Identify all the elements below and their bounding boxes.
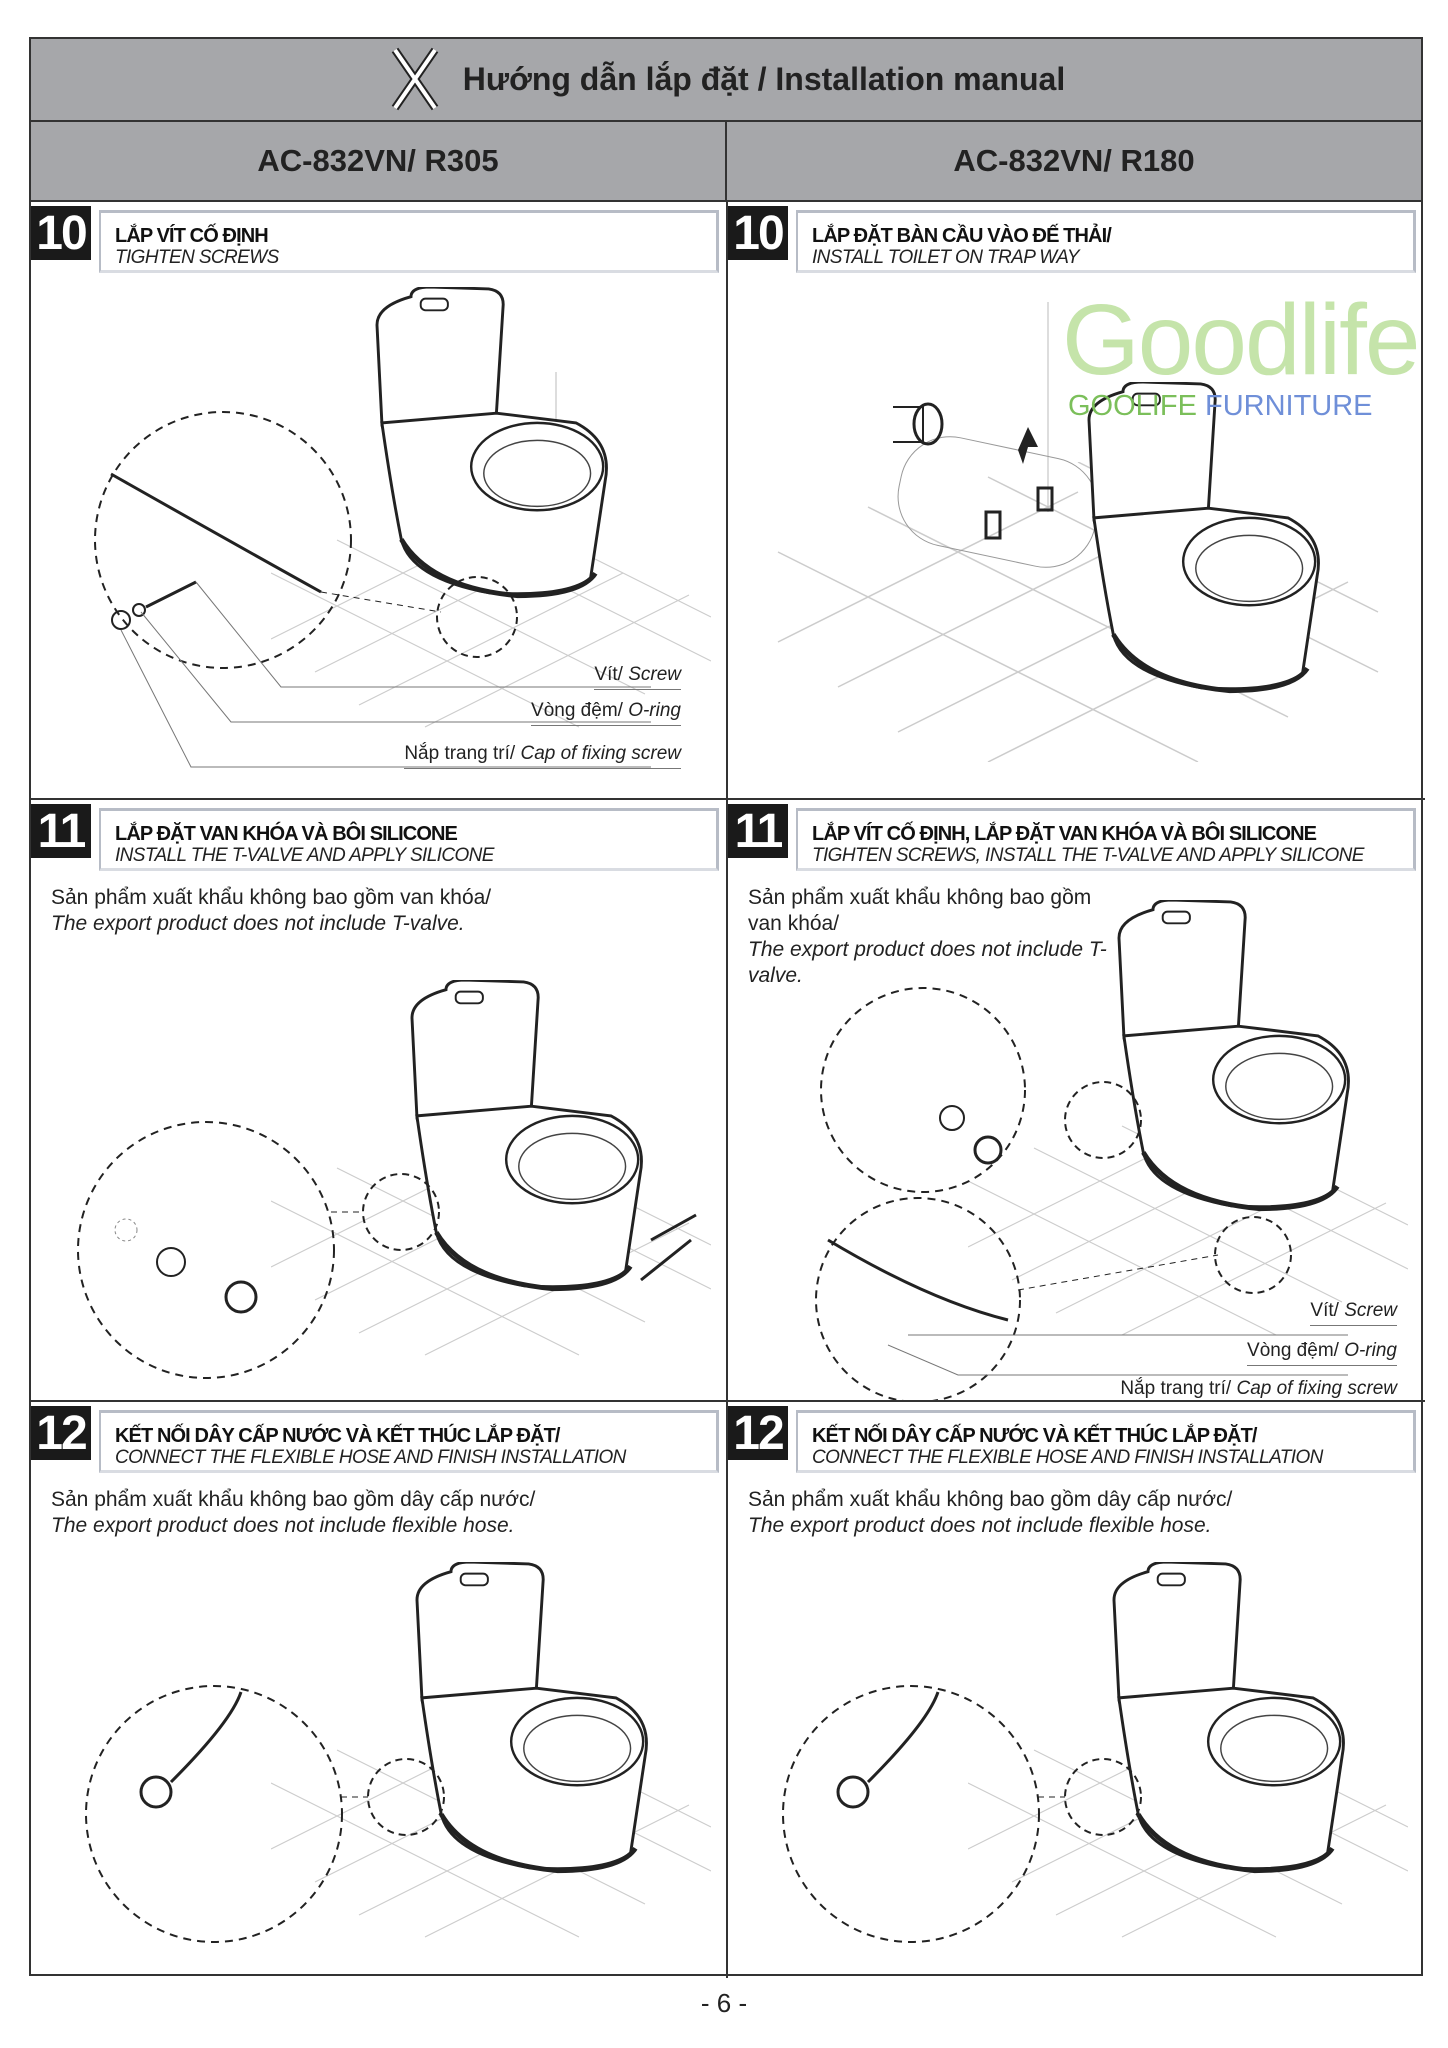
- model-right: AC-832VN/ R180: [953, 143, 1195, 178]
- flexible-hose-illustration: [85, 1402, 711, 1943]
- step-number: 11: [728, 804, 788, 858]
- step-title-en: CONNECT THE FLEXIBLE HOSE AND FINISH INS…: [812, 1447, 1323, 1468]
- label-o-ring: Vòng đệm/ O-ring: [1247, 1340, 1397, 1366]
- step-header: LẮP VÍT CỐ ĐỊNH, LẮP ĐẶT VAN KHÓA VÀ BÔI…: [796, 808, 1416, 871]
- title-bar: Hướng dẫn lắp đặt / Installation manual: [31, 39, 1421, 122]
- tighten-screws-illustration: [94, 202, 711, 768]
- step-number: 10: [728, 206, 788, 260]
- step-header: KẾT NỐI DÂY CẤP NƯỚC VÀ KẾT THÚC LẮP ĐẶT…: [796, 1410, 1416, 1473]
- manual-frame: Hướng dẫn lắp đặt / Installation manual …: [29, 37, 1425, 1978]
- note: Sản phẩm xuất khẩu không bao gồm van khó…: [748, 886, 1107, 987]
- step-number: 12: [728, 1406, 788, 1460]
- t-valve-illustration: [77, 800, 711, 1379]
- step-title-en: INSTALL TOILET ON TRAP WAY: [812, 247, 1080, 268]
- label-cap: Nắp trang trí/ Cap of fixing screw: [1120, 1378, 1397, 1400]
- step-11-right: 11 LẮP VÍT CỐ ĐỊNH, LẮP ĐẶT VAN KHÓA VÀ …: [728, 800, 1425, 1402]
- step-header: KẾT NỐI DÂY CẤP NƯỚC VÀ KẾT THÚC LẮP ĐẶT…: [99, 1410, 719, 1473]
- step-title-vi: LẮP ĐẶT VAN KHÓA VÀ BÔI SILICONE: [115, 823, 458, 845]
- step-title-en: CONNECT THE FLEXIBLE HOSE AND FINISH INS…: [115, 1447, 626, 1468]
- note: Sản phẩm xuất khẩu không bao gồm van khó…: [51, 886, 492, 935]
- step-number: 11: [31, 804, 91, 858]
- label-o-ring: Vòng đệm/ O-ring: [531, 700, 681, 726]
- step-title-vi: KẾT NỐI DÂY CẤP NƯỚC VÀ KẾT THÚC LẮP ĐẶT…: [812, 1425, 1257, 1447]
- label-cap: Nắp trang trí/ Cap of fixing screw: [404, 743, 681, 769]
- step-header: LẮP ĐẶT BÀN CẦU VÀO ĐẾ THẢI/INSTALL TOIL…: [796, 210, 1416, 273]
- model-header: AC-832VN/ R305 AC-832VN/ R180: [31, 122, 1421, 202]
- install-on-trap-illustration: [777, 302, 1379, 762]
- note: Sản phẩm xuất khẩu không bao gồm dây cấp…: [748, 1488, 1233, 1537]
- step-title-en: TIGHTEN SCREWS, INSTALL THE T-VALVE AND …: [812, 845, 1364, 866]
- flexible-hose-illustration: [782, 1402, 1408, 1943]
- step-title-en: TIGHTEN SCREWS: [115, 247, 279, 268]
- step-number: 10: [31, 206, 91, 260]
- step-title-vi: LẮP VÍT CỐ ĐỊNH: [115, 225, 269, 247]
- step-number: 12: [31, 1406, 91, 1460]
- model-left: AC-832VN/ R305: [31, 122, 727, 200]
- step-title-vi: LẮP VÍT CỐ ĐỊNH, LẮP ĐẶT VAN KHÓA VÀ BÔI…: [812, 823, 1317, 845]
- screws-and-t-valve-illustration: [815, 800, 1408, 1400]
- step-title-en: INSTALL THE T-VALVE AND APPLY SILICONE: [115, 845, 494, 866]
- note: Sản phẩm xuất khẩu không bao gồm dây cấp…: [51, 1488, 536, 1537]
- step-12-left: 12 KẾT NỐI DÂY CẤP NƯỚC VÀ KẾT THÚC LẮP …: [31, 1402, 728, 1978]
- step-10-right: 10 LẮP ĐẶT BÀN CẦU VÀO ĐẾ THẢI/INSTALL T…: [728, 202, 1425, 800]
- page-number: - 6 -: [700, 1988, 748, 2018]
- step-12-right: 12 KẾT NỐI DÂY CẤP NƯỚC VÀ KẾT THÚC LẮP …: [728, 1402, 1425, 1978]
- label-screw: Vít/ Screw: [1310, 1300, 1397, 1326]
- tools-icon: [391, 47, 439, 110]
- step-title-vi: LẮP ĐẶT BÀN CẦU VÀO ĐẾ THẢI/: [812, 225, 1112, 247]
- page-title: Hướng dẫn lắp đặt / Installation manual: [462, 61, 1066, 97]
- label-screw: Vít/ Screw: [594, 664, 681, 690]
- step-title-vi: KẾT NỐI DÂY CẤP NƯỚC VÀ KẾT THÚC LẮP ĐẶT…: [115, 1425, 560, 1447]
